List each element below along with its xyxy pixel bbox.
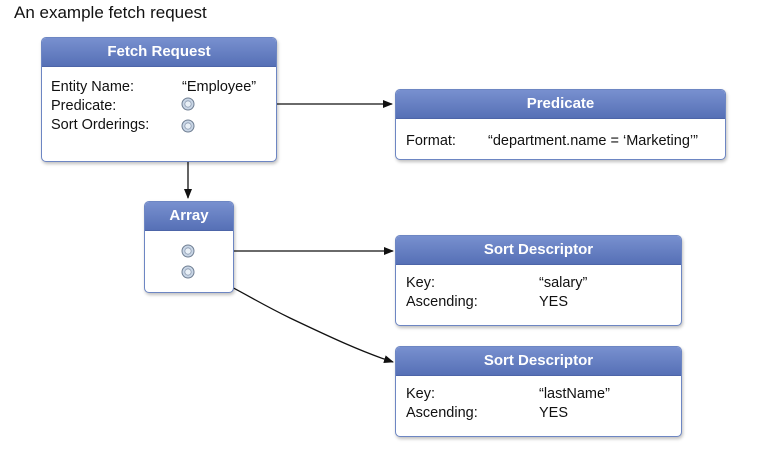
sort-descriptor-2-key-value: “lastName” bbox=[539, 386, 610, 402]
format-value: “department.name = ‘Marketing’” bbox=[488, 133, 698, 149]
predicate-title: Predicate bbox=[396, 90, 725, 119]
sort-descriptor-1-key-value: “salary” bbox=[539, 275, 588, 291]
sort-orderings-port-icon[interactable] bbox=[181, 119, 195, 133]
sort-descriptor-2-ascending-label: Ascending: bbox=[406, 405, 478, 421]
array-box: Array bbox=[144, 201, 234, 293]
array-item-1-port-icon[interactable] bbox=[181, 244, 195, 258]
predicate-port-icon[interactable] bbox=[181, 97, 195, 111]
entity-name-label: Entity Name: bbox=[51, 79, 134, 95]
sort-orderings-label: Sort Orderings: bbox=[51, 117, 150, 133]
predicate-label: Predicate: bbox=[51, 98, 117, 114]
sort-descriptor-2-title: Sort Descriptor bbox=[396, 347, 681, 376]
sort-descriptor-1-title: Sort Descriptor bbox=[396, 236, 681, 265]
sort-descriptor-1-ascending-value: YES bbox=[539, 294, 569, 310]
sort-descriptor-1-ascending-label: Ascending: bbox=[406, 294, 478, 310]
diagram-caption: An example fetch request bbox=[14, 3, 207, 22]
array-title: Array bbox=[145, 202, 233, 231]
fetch-request-title: Fetch Request bbox=[42, 38, 276, 67]
format-label: Format: bbox=[406, 133, 456, 149]
sort-descriptor-2-ascending-value: YES bbox=[539, 405, 569, 421]
array-item-2-port-icon[interactable] bbox=[181, 265, 195, 279]
fetch-request-box: Fetch Request Entity Name: “Employee” Pr… bbox=[41, 37, 277, 162]
sort-descriptor-box-2: Sort Descriptor Key: “lastName” Ascendin… bbox=[395, 346, 682, 437]
sort-descriptor-box-1: Sort Descriptor Key: “salary” Ascending:… bbox=[395, 235, 682, 326]
sort-descriptor-2-key-label: Key: bbox=[406, 386, 436, 402]
predicate-box: Predicate Format: “department.name = ‘Ma… bbox=[395, 89, 726, 160]
entity-name-value: “Employee” bbox=[182, 79, 257, 95]
sort-descriptor-1-key-label: Key: bbox=[406, 275, 436, 291]
